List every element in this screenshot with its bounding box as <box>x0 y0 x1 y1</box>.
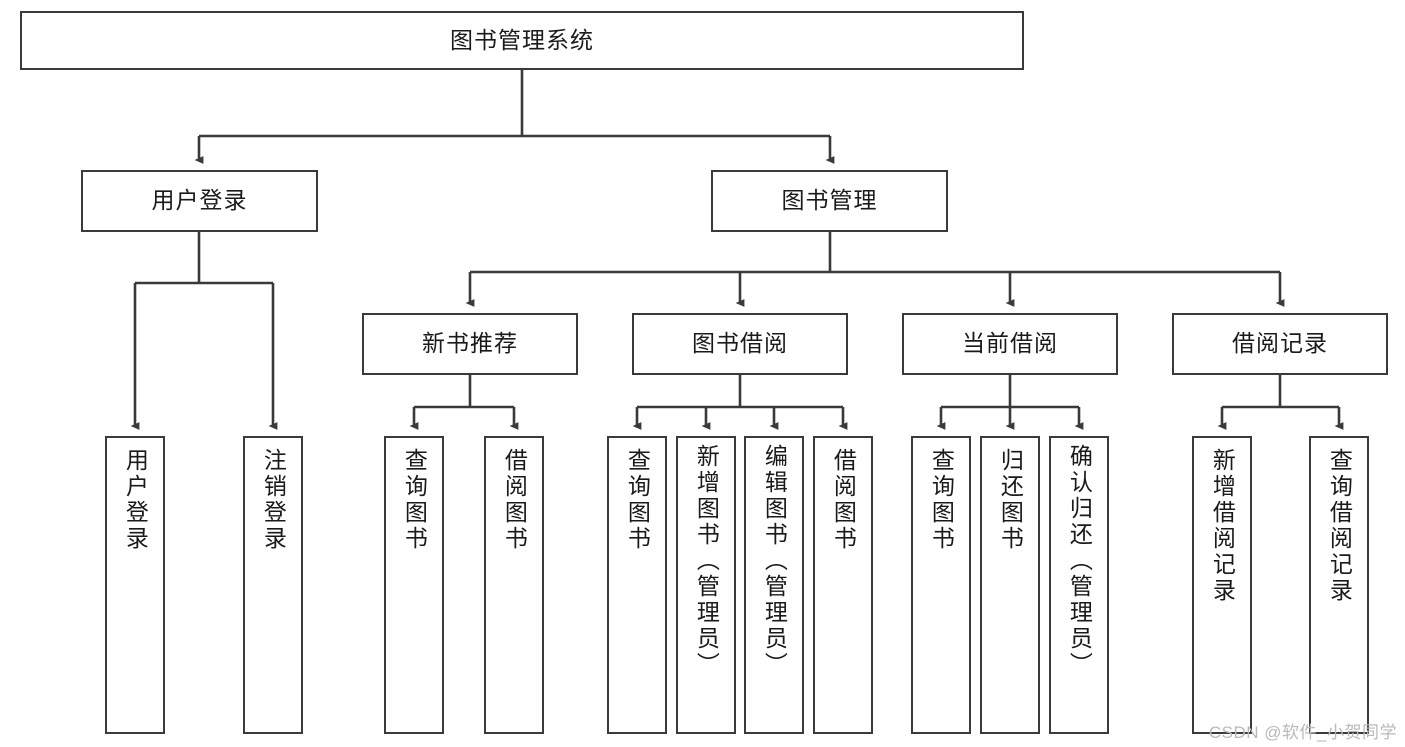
node-leaf-query-book-3[interactable]: 查询图书 <box>911 436 971 734</box>
node-leaf-user-login[interactable]: 用户登录 <box>105 436 165 734</box>
node-leaf-user-login-label: 用户登录 <box>122 448 149 552</box>
node-user-login[interactable]: 用户登录 <box>81 170 318 232</box>
node-leaf-borrow-book-2-label: 借阅图书 <box>830 448 857 552</box>
node-leaf-query-record-label: 查询借阅记录 <box>1326 448 1353 604</box>
node-leaf-return-book[interactable]: 归还图书 <box>980 436 1040 734</box>
node-book-manage[interactable]: 图书管理 <box>711 170 948 232</box>
node-leaf-query-book-1[interactable]: 查询图书 <box>384 436 444 734</box>
node-leaf-query-book-2-label: 查询图书 <box>624 448 651 552</box>
node-leaf-add-record[interactable]: 新增借阅记录 <box>1192 436 1252 734</box>
node-leaf-add-record-label: 新增借阅记录 <box>1209 448 1236 604</box>
node-leaf-edit-book[interactable]: 编辑图书（管理员） <box>744 436 804 734</box>
node-user-login-label: 用户登录 <box>151 187 248 214</box>
node-leaf-borrow-book-1-label: 借阅图书 <box>501 448 528 552</box>
node-leaf-logout[interactable]: 注销登录 <box>243 436 303 734</box>
node-leaf-borrow-book-1[interactable]: 借阅图书 <box>484 436 544 734</box>
node-leaf-query-book-1-label: 查询图书 <box>401 448 428 552</box>
node-current-borrow[interactable]: 当前借阅 <box>902 313 1118 375</box>
node-leaf-confirm-return-label: 确认归还（管理员） <box>1066 444 1093 678</box>
node-leaf-return-book-label: 归还图书 <box>997 448 1024 552</box>
node-root-label: 图书管理系统 <box>450 26 594 53</box>
node-leaf-query-record[interactable]: 查询借阅记录 <box>1309 436 1369 734</box>
node-new-book-rec-label: 新书推荐 <box>422 330 518 357</box>
csdn-watermark: CSDN @软件_小贺同学 <box>1208 723 1397 742</box>
node-leaf-query-book-3-label: 查询图书 <box>928 448 955 552</box>
node-current-borrow-label: 当前借阅 <box>962 330 1058 357</box>
node-book-manage-label: 图书管理 <box>781 187 878 214</box>
node-borrow-record-label: 借阅记录 <box>1232 330 1328 357</box>
node-leaf-query-book-2[interactable]: 查询图书 <box>607 436 667 734</box>
node-borrow-record[interactable]: 借阅记录 <box>1172 313 1388 375</box>
node-leaf-add-book-label: 新增图书（管理员） <box>693 444 720 678</box>
node-leaf-logout-label: 注销登录 <box>260 448 287 552</box>
node-root[interactable]: 图书管理系统 <box>20 11 1024 70</box>
node-leaf-add-book[interactable]: 新增图书（管理员） <box>676 436 736 734</box>
node-leaf-edit-book-label: 编辑图书（管理员） <box>761 444 788 678</box>
node-leaf-confirm-return[interactable]: 确认归还（管理员） <box>1049 436 1109 734</box>
node-book-borrow[interactable]: 图书借阅 <box>632 313 848 375</box>
node-leaf-borrow-book-2[interactable]: 借阅图书 <box>813 436 873 734</box>
node-new-book-rec[interactable]: 新书推荐 <box>362 313 578 375</box>
node-book-borrow-label: 图书借阅 <box>692 330 788 357</box>
